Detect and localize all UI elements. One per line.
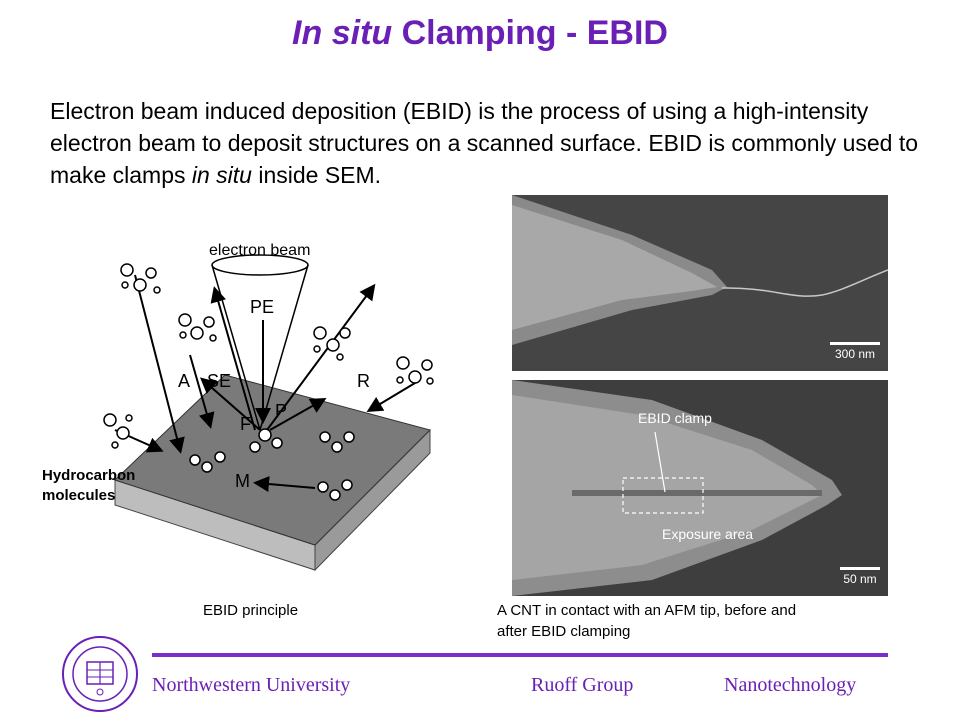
exposure-area-box — [622, 477, 704, 514]
molecule-cluster-3 — [313, 326, 351, 361]
body-part2: inside SEM. — [251, 162, 382, 188]
pe-label: PE — [250, 297, 274, 317]
sem-image-before: 300 nm — [512, 195, 888, 371]
a-label: A — [178, 371, 190, 391]
m-label: M — [235, 471, 250, 491]
clamp-pointer-line — [654, 431, 666, 493]
scale-bar-top: 300 nm — [830, 342, 880, 361]
f-label: F — [240, 414, 251, 434]
title-rest: Clamping - EBID — [392, 14, 668, 52]
caption-right: A CNT in contact with an AFM tip, before… — [497, 600, 796, 642]
hydrocarbon-line1: Hydrocarbon — [42, 467, 136, 484]
footer-group: Ruoff Group — [531, 674, 634, 696]
molecule-cluster-4 — [396, 356, 434, 385]
molecule-arrow-1 — [134, 274, 185, 454]
hydrocarbon-label: Hydrocarbon molecules — [42, 466, 135, 506]
caption-left: EBID principle — [203, 602, 299, 619]
scale-top-label: 300 nm — [834, 347, 876, 361]
body-paragraph: Electron beam induced deposition (EBID) … — [50, 95, 920, 191]
sem-tip-before-graphic — [512, 195, 888, 371]
molecule-cluster-5 — [103, 413, 133, 449]
r-arrow — [266, 283, 376, 431]
footer-university: Northwestern University — [152, 674, 351, 696]
slide-title: In situ Clamping - EBID — [0, 14, 960, 53]
sem-image-after: EBID clamp Exposure area 50 nm — [512, 380, 888, 596]
scale-bottom-label: 50 nm — [843, 572, 877, 586]
molecule-arrow-4 — [189, 354, 215, 429]
molecule-arrow-3 — [366, 379, 421, 413]
body-part1: Electron beam induced deposition (EBID) … — [50, 98, 919, 188]
footer-topic: Nanotechnology — [724, 674, 857, 696]
molecule-cluster-2 — [178, 313, 217, 342]
sem-tip-after-graphic — [512, 380, 888, 596]
beam-cone-right — [259, 264, 309, 431]
molecule-cluster-1 — [120, 263, 161, 294]
caption-right-line1: A CNT in contact with an AFM tip, before… — [497, 602, 797, 619]
beam-label: electron beam — [209, 242, 310, 259]
a-arrow — [210, 286, 256, 431]
substrate-top — [114, 374, 431, 546]
p-label: P — [275, 401, 287, 421]
r-label: R — [357, 371, 370, 391]
clamp-label: EBID clamp — [638, 410, 712, 426]
m-arrow — [253, 476, 316, 493]
adsorbed-molecules — [189, 428, 355, 501]
p-arrow — [269, 398, 327, 431]
se-label: SE — [207, 371, 231, 391]
scale-bar-bottom: 50 nm — [840, 567, 880, 586]
exposure-label: Exposure area — [662, 526, 754, 542]
footer-rule — [152, 653, 888, 657]
se-arrow — [199, 377, 261, 431]
title-italic: In situ — [292, 14, 393, 52]
hydrocarbon-line2: molecules — [42, 487, 116, 504]
body-italic: in situ — [191, 162, 252, 188]
ebid-principle-diagram: electron beam PE A SE R F P M — [103, 242, 434, 572]
university-seal-icon — [62, 636, 138, 712]
caption-right-line2: after EBID clamping — [497, 623, 631, 640]
